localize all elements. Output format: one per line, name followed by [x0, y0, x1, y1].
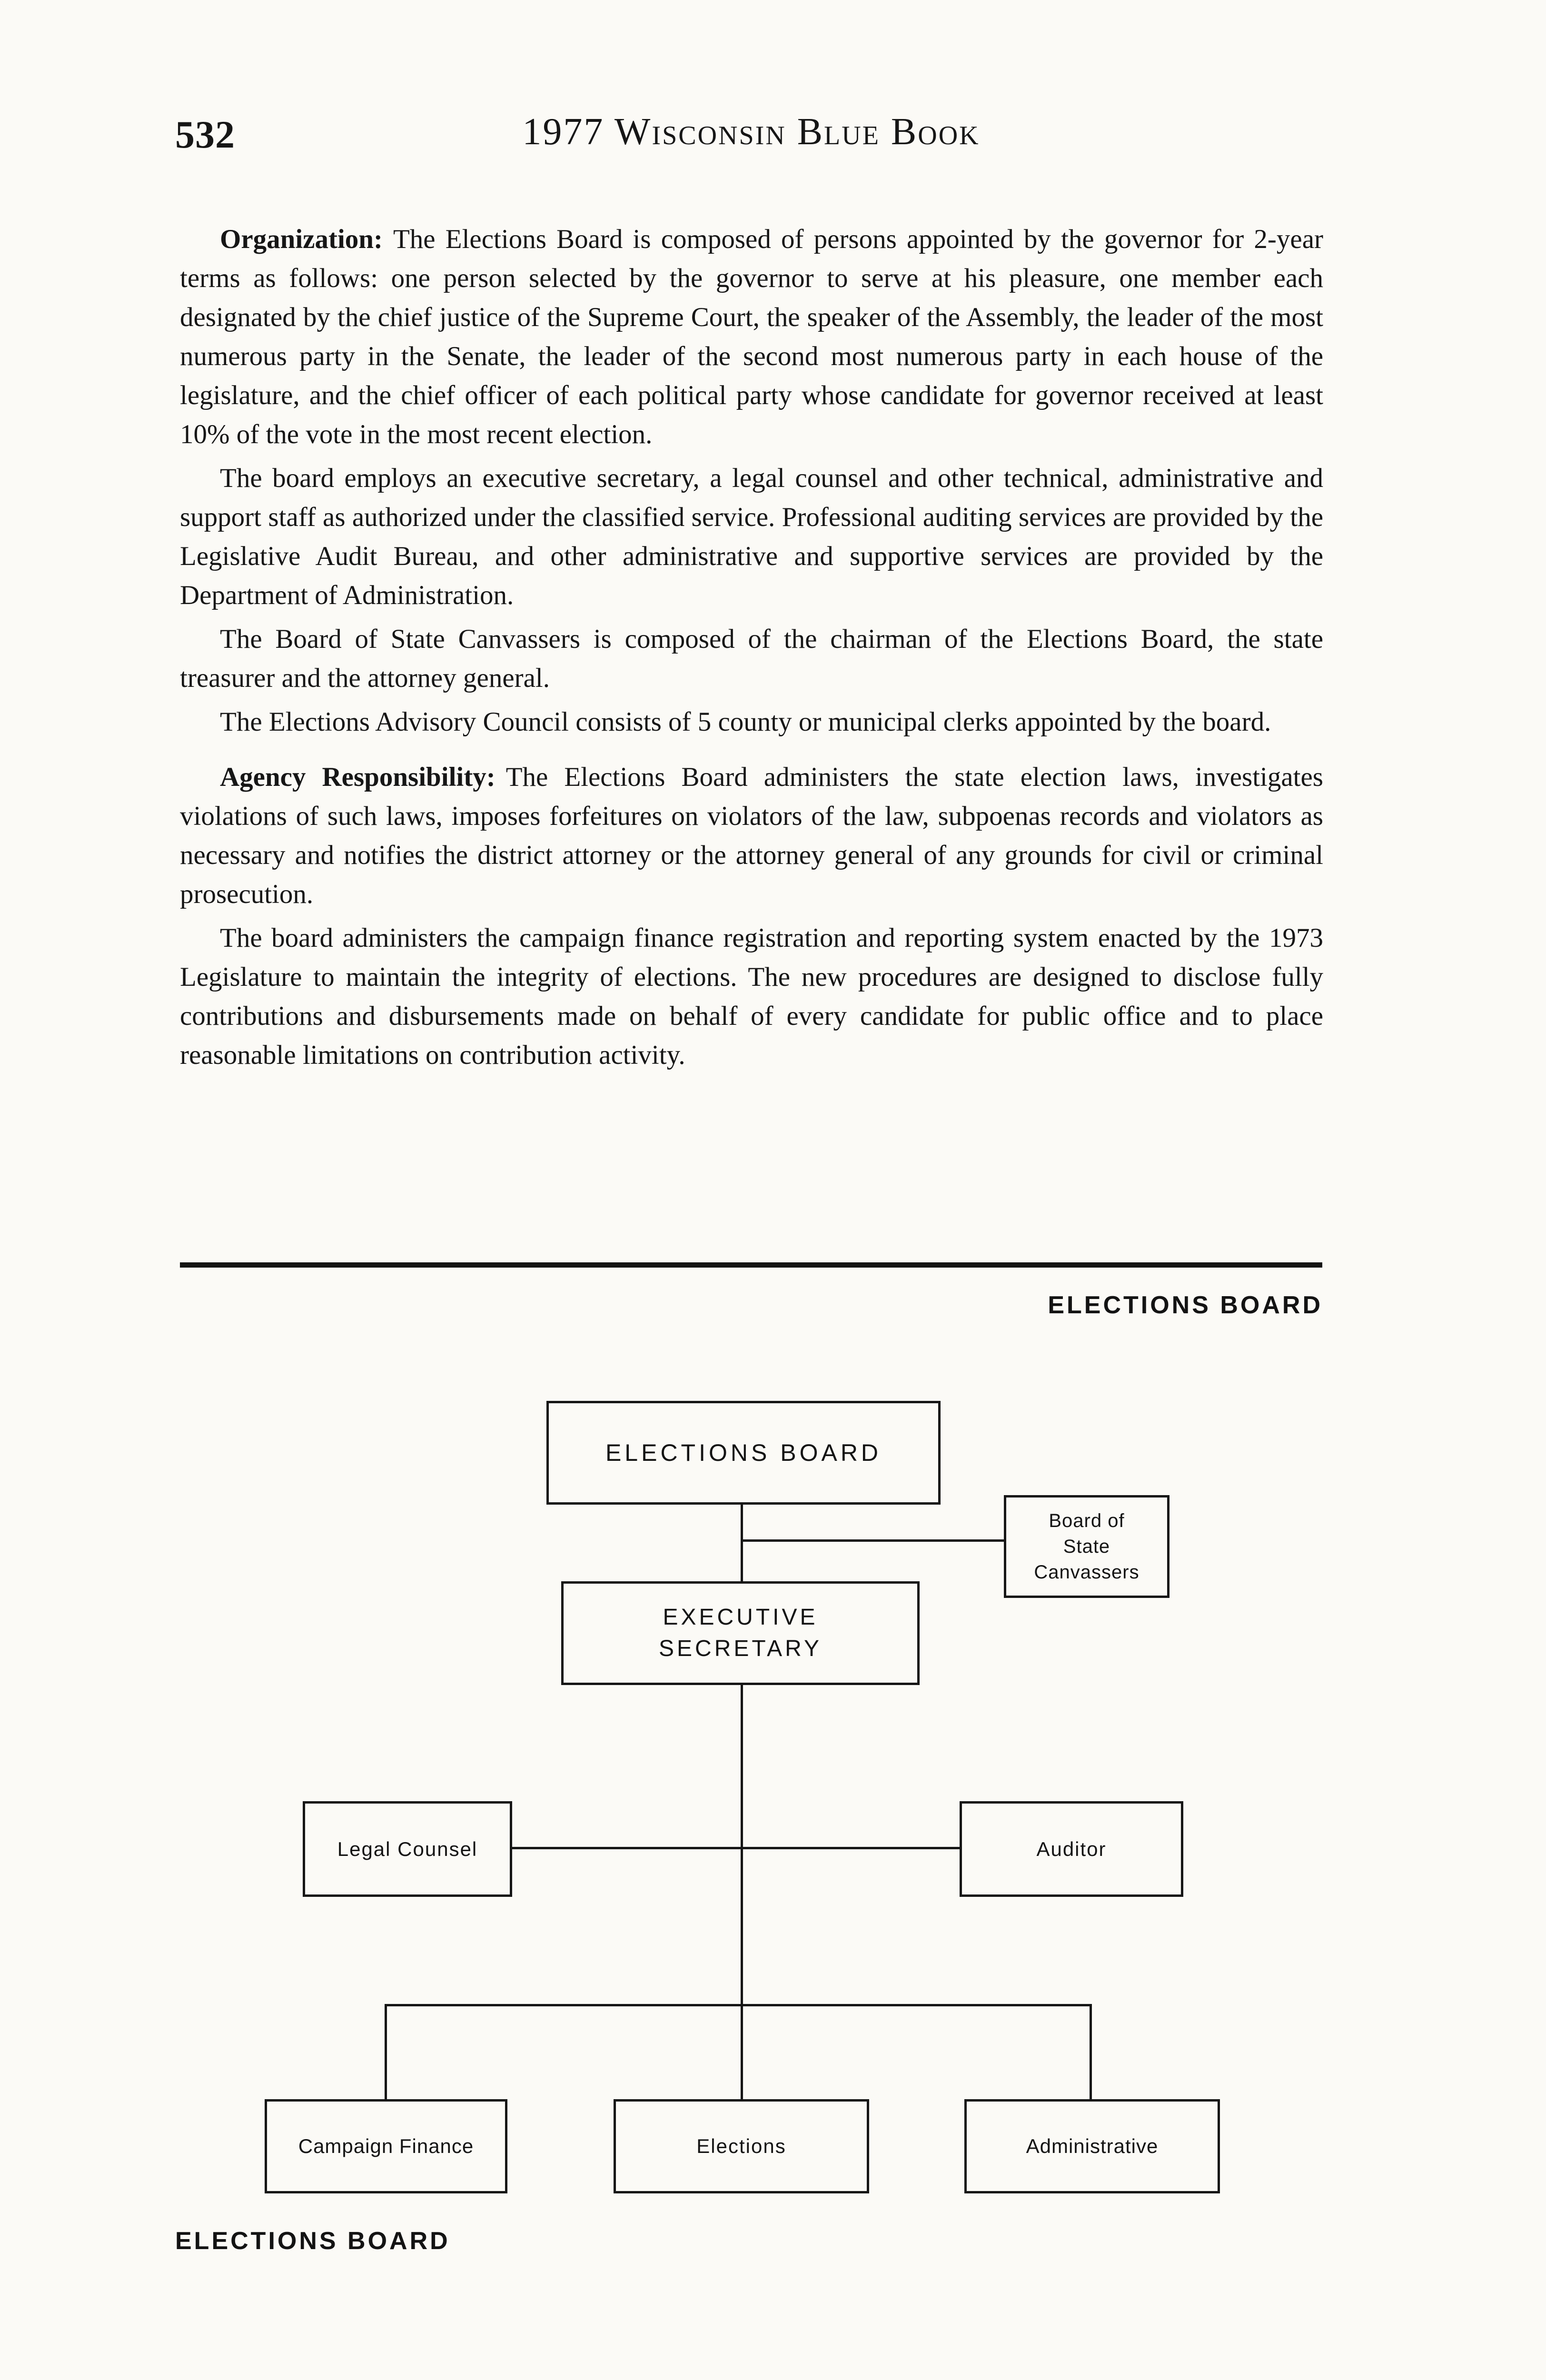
node-executive-secretary: EXECUTIVE SECRETARY: [561, 1581, 920, 1685]
body-text: Organization:The Elections Board is comp…: [180, 220, 1323, 1080]
connector-bottom-span: [385, 2004, 1092, 2006]
paragraph-canvassers: The Board of State Canvassers is compose…: [180, 620, 1323, 698]
paragraph-text: The board administers the campaign finan…: [180, 923, 1323, 1070]
chart-caption: ELECTIONS BOARD: [175, 2227, 450, 2255]
paragraph-text: The Elections Board administers the stat…: [180, 762, 1323, 909]
connector-secretary-down: [741, 1685, 743, 2100]
node-elections-board: ELECTIONS BOARD: [546, 1401, 941, 1505]
node-auditor: Auditor: [960, 1801, 1183, 1897]
node-elections: Elections: [614, 2099, 869, 2193]
paragraph-agency-responsibility: Agency Responsibility:The Elections Boar…: [180, 758, 1323, 914]
connector-drop-administrative: [1090, 2004, 1092, 2100]
paragraph-organization: Organization:The Elections Board is comp…: [180, 220, 1323, 454]
paragraph-staff: The board employs an executive secretary…: [180, 459, 1323, 615]
paragraph-lead: Agency Responsibility:: [220, 762, 496, 792]
node-legal-counsel: Legal Counsel: [303, 1801, 512, 1897]
section-divider-rule: [180, 1262, 1322, 1268]
paragraph-text: The Board of State Canvassers is compose…: [180, 624, 1323, 693]
node-campaign-finance: Campaign Finance: [265, 2099, 507, 2193]
paragraph-campaign-finance: The board administers the campaign finan…: [180, 919, 1323, 1075]
connector-drop-campaign-finance: [385, 2004, 387, 2100]
paragraph-text: The board employs an executive secretary…: [180, 463, 1323, 610]
chart-heading: ELECTIONS BOARD: [1048, 1291, 1323, 1319]
connector-board-to-secretary: [741, 1505, 743, 1582]
paragraph-lead: Organization:: [220, 224, 383, 254]
node-board-of-state-canvassers: Board of State Canvassers: [1004, 1495, 1169, 1598]
paragraph-text: The Elections Board is composed of perso…: [180, 224, 1323, 449]
node-administrative: Administrative: [964, 2099, 1220, 2193]
page-title: 1977 Wisconsin Blue Book: [522, 111, 980, 153]
connector-to-canvassers: [741, 1539, 1004, 1542]
connector-counsel-auditor: [512, 1847, 960, 1849]
paragraph-text: The Elections Advisory Council consists …: [220, 707, 1271, 737]
paragraph-advisory-council: The Elections Advisory Council consists …: [180, 703, 1323, 742]
page-number: 532: [175, 113, 235, 156]
